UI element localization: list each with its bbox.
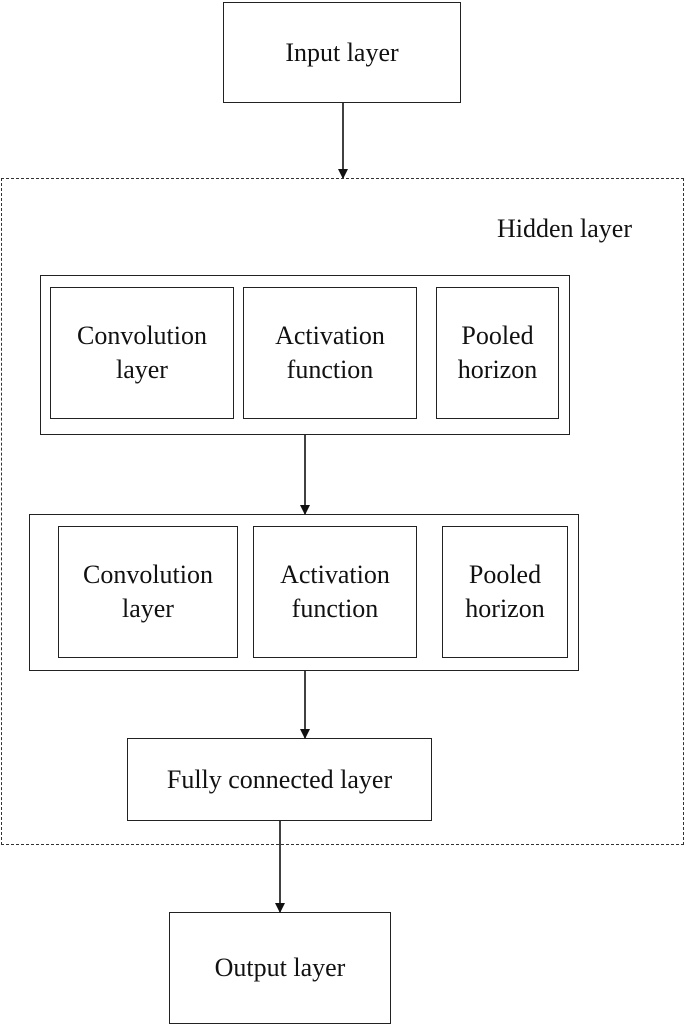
input-layer-label: Input layer <box>285 37 399 67</box>
fully-connected-layer-label: Fully connected layer <box>166 764 393 794</box>
conv-block-1 <box>40 275 570 435</box>
convolution-layer-node-2: Convolution layer <box>58 526 238 658</box>
convolution-layer-label: Convolution layer <box>82 560 213 623</box>
activation-function-label: Activation function <box>275 321 385 384</box>
fully-connected-layer-node: Fully connected layer <box>127 738 432 821</box>
activation-function-node-1: Activation function <box>243 287 417 419</box>
hidden-layer-label: Hidden layer <box>497 214 633 243</box>
pooled-horizon-label: Pooled horizon <box>457 321 538 384</box>
activation-function-label: Activation function <box>280 560 390 623</box>
pooled-horizon-node-1: Pooled horizon <box>436 287 559 419</box>
convolution-layer-label: Convolution layer <box>76 321 207 384</box>
convolution-layer-node-1: Convolution layer <box>50 287 234 419</box>
pooled-horizon-node-2: Pooled horizon <box>442 526 568 658</box>
output-layer-node: Output layer <box>169 912 391 1024</box>
input-layer-node: Input layer <box>223 2 461 103</box>
activation-function-node-2: Activation function <box>253 526 417 658</box>
pooled-horizon-label: Pooled horizon <box>465 560 545 623</box>
output-layer-label: Output layer <box>214 953 346 982</box>
